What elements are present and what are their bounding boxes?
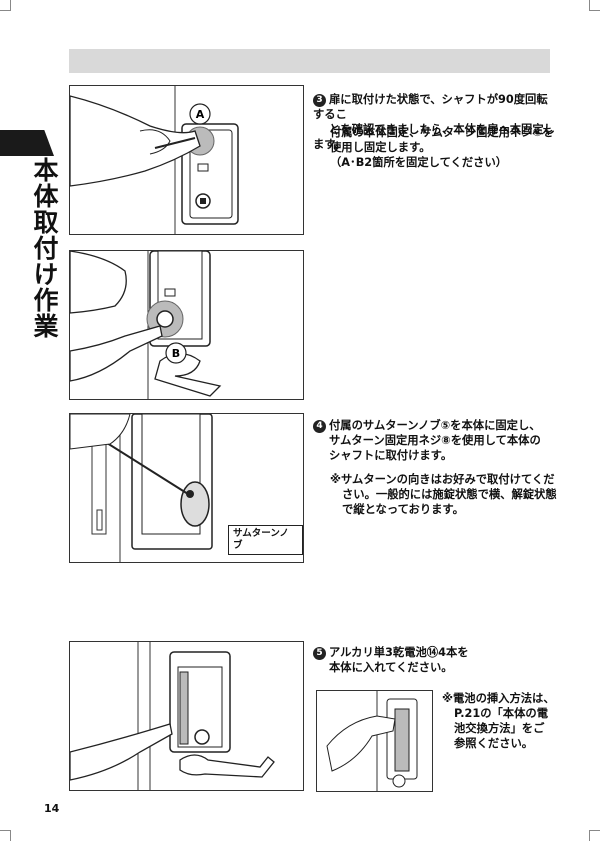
- crop-mark-top-left: [0, 0, 11, 11]
- step-5-note: ※電池の挿入方法は、 P.21の「本体の電 池交換方法」をご 参照ください。: [442, 692, 555, 750]
- crop-mark-top-right: [589, 0, 600, 11]
- label-thumbturn-knob: サムターンノブ: [228, 525, 303, 555]
- side-title: 本体取付け作業: [30, 157, 59, 339]
- step-number-3: 3: [313, 94, 326, 107]
- figure-step3-a: A: [69, 85, 304, 235]
- crop-mark-bottom-right: [589, 830, 600, 841]
- figure-step3-b: B: [69, 250, 304, 400]
- side-tab-marker: [0, 130, 54, 156]
- header-bar: [69, 49, 550, 73]
- figure-step5-inset: [316, 690, 433, 792]
- crop-mark-bottom-left: [0, 830, 11, 841]
- figure-label-b: B: [172, 347, 180, 360]
- step-number-5: 5: [313, 647, 326, 660]
- figure-label-a: A: [196, 108, 205, 121]
- page-number: 14: [44, 802, 60, 815]
- figure-step5: [69, 641, 304, 791]
- step-4-note: ※サムターンの向きはお好みで取付けてくだ さい。一般的には施錠状態で横、解錠状態…: [330, 473, 557, 516]
- figure-step4: サムターンノブ: [69, 413, 304, 563]
- step-3-subtext: 付属の本体固定、サムターン固定用ネジ⑧を 使用し固定します。 （A･B2箇所を固…: [330, 126, 554, 169]
- step-number-4: 4: [313, 420, 326, 433]
